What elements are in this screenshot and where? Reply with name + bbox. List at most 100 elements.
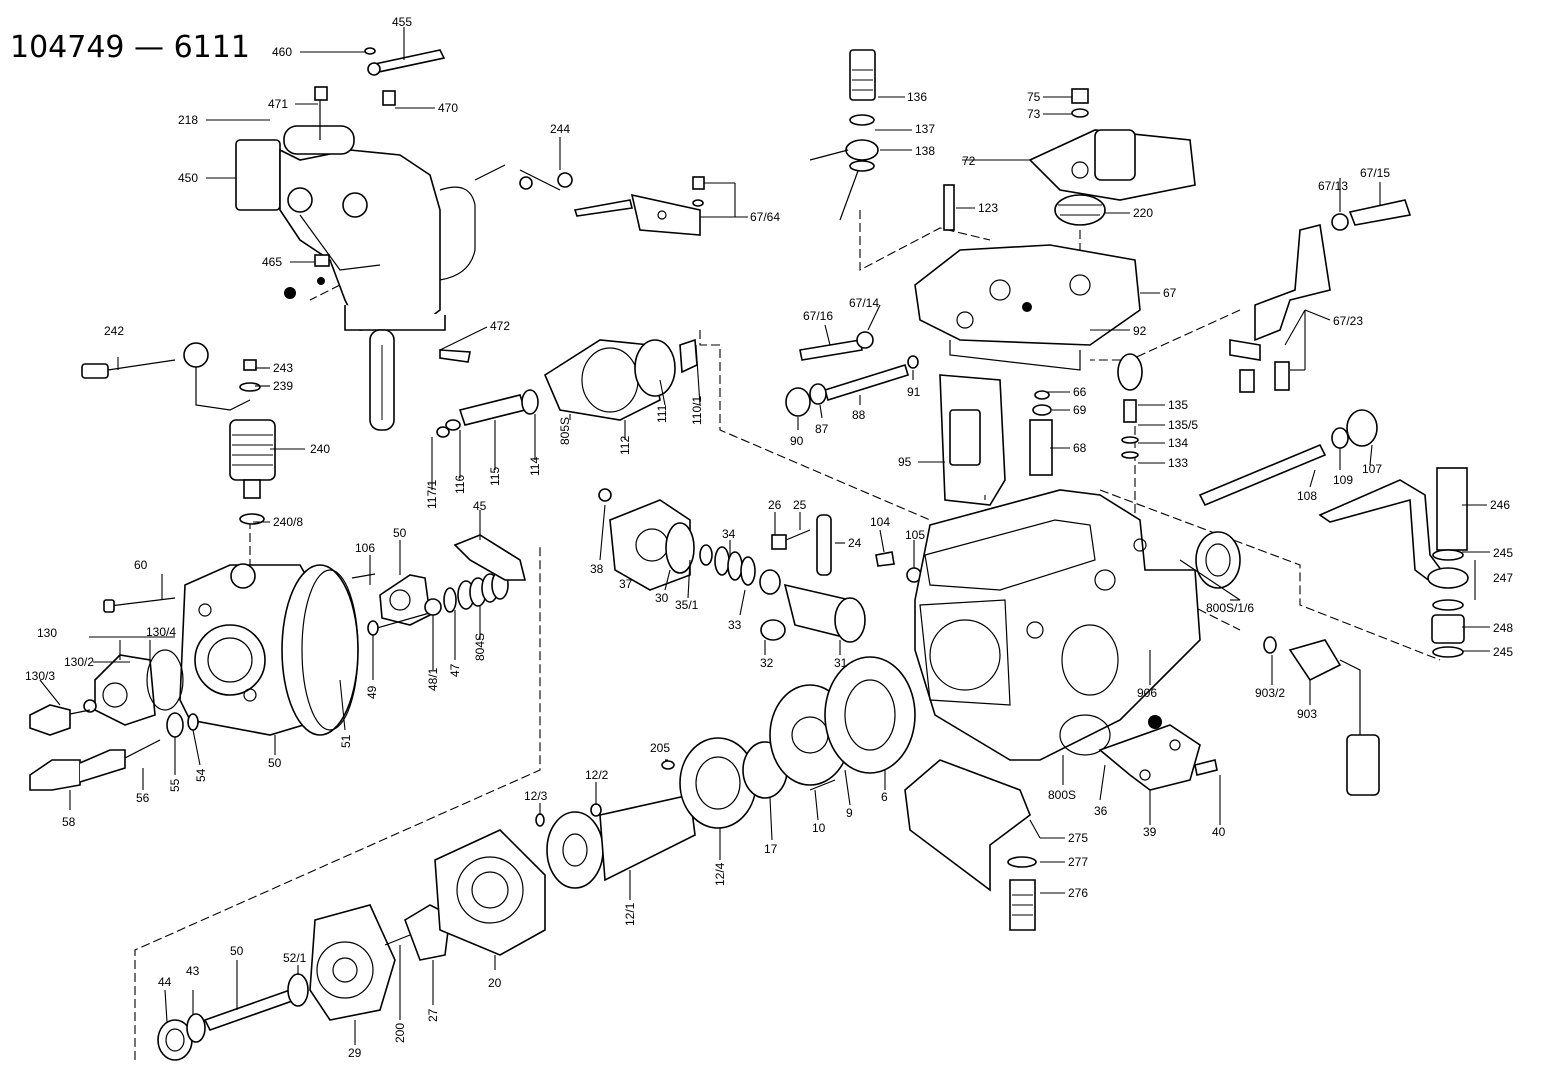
label-450: 450 xyxy=(178,171,198,185)
label-218: 218 xyxy=(178,113,198,127)
label-75: 75 xyxy=(1027,90,1041,104)
label-92: 92 xyxy=(1133,324,1147,338)
label-242: 242 xyxy=(104,324,124,338)
label-107: 107 xyxy=(1362,462,1382,476)
label-130-3: 130/3 xyxy=(25,669,55,683)
label-108: 108 xyxy=(1297,489,1317,503)
label-58: 58 xyxy=(62,815,76,829)
label-138: 138 xyxy=(915,144,935,158)
plunger-spring-group xyxy=(351,534,527,636)
label-243: 243 xyxy=(273,361,293,375)
label-130-2: 130/2 xyxy=(64,655,94,669)
label-34: 34 xyxy=(722,527,736,541)
label-130-4: 130/4 xyxy=(146,625,176,639)
label-247: 247 xyxy=(1493,571,1513,585)
label-26: 26 xyxy=(768,498,782,512)
label-67-13: 67/13 xyxy=(1318,179,1348,193)
label-903-2: 903/2 xyxy=(1255,686,1285,700)
label-50-c: 50 xyxy=(230,944,244,958)
label-245-upper: 245 xyxy=(1493,546,1513,560)
label-117-1: 117/1 xyxy=(425,480,439,509)
label-68: 68 xyxy=(1073,441,1087,455)
label-245-lower: 245 xyxy=(1493,645,1513,659)
lower-right-parts xyxy=(904,724,1218,931)
label-800S-1-6: 800S/1/6 xyxy=(1206,601,1254,615)
label-33: 33 xyxy=(728,618,742,632)
label-52-1: 52/1 xyxy=(283,951,307,965)
label-51: 51 xyxy=(339,734,353,748)
diagram-title: 104749 — 6111 xyxy=(10,30,250,65)
label-9: 9 xyxy=(846,806,853,820)
label-88: 88 xyxy=(852,408,866,422)
label-47: 47 xyxy=(448,663,462,677)
label-111: 111 xyxy=(655,404,669,423)
label-91: 91 xyxy=(907,385,921,399)
label-67: 67 xyxy=(1163,286,1177,300)
label-36: 36 xyxy=(1094,804,1108,818)
label-29: 29 xyxy=(348,1046,362,1060)
drive-shaft-group xyxy=(157,656,916,1061)
label-240-8: 240/8 xyxy=(273,515,303,529)
stop-solenoid xyxy=(229,359,276,525)
label-805S: 805S xyxy=(558,417,572,445)
label-135: 135 xyxy=(1168,398,1188,412)
label-10: 10 xyxy=(812,821,826,835)
label-460: 460 xyxy=(272,45,292,59)
label-67-23: 67/23 xyxy=(1333,314,1363,328)
label-50-a: 50 xyxy=(393,526,407,540)
label-38: 38 xyxy=(590,562,604,576)
label-240: 240 xyxy=(310,442,330,456)
label-455: 455 xyxy=(392,15,412,29)
label-465: 465 xyxy=(262,255,282,269)
label-114: 114 xyxy=(528,457,542,476)
label-17: 17 xyxy=(764,842,778,856)
linkage-group xyxy=(519,169,705,236)
label-12-2: 12/2 xyxy=(585,768,609,782)
label-12-1: 12/1 xyxy=(623,902,637,926)
label-72: 72 xyxy=(962,154,976,168)
label-112: 112 xyxy=(618,436,632,455)
pump-housing xyxy=(914,489,1241,761)
label-110-1: 110/1 xyxy=(690,396,704,425)
timing-device-group xyxy=(598,488,922,643)
label-66: 66 xyxy=(1073,385,1087,399)
label-40: 40 xyxy=(1212,825,1226,839)
label-32: 32 xyxy=(760,656,774,670)
label-90: 90 xyxy=(790,434,804,448)
label-903: 903 xyxy=(1297,707,1317,721)
label-45: 45 xyxy=(473,499,487,513)
cable-connector xyxy=(81,342,251,411)
bracket-group xyxy=(1229,199,1412,393)
label-67-16: 67/16 xyxy=(803,309,833,323)
label-248: 248 xyxy=(1493,621,1513,635)
label-275: 275 xyxy=(1068,831,1088,845)
label-44: 44 xyxy=(158,975,172,989)
label-470: 470 xyxy=(438,101,458,115)
label-6: 6 xyxy=(881,790,888,804)
label-134: 134 xyxy=(1168,436,1188,450)
label-48-1: 48/1 xyxy=(426,667,440,691)
label-115: 115 xyxy=(488,467,502,486)
label-137: 137 xyxy=(915,122,935,136)
label-67-15: 67/15 xyxy=(1360,166,1390,180)
label-54: 54 xyxy=(194,768,208,782)
label-104: 104 xyxy=(870,515,890,529)
label-135-5: 135/5 xyxy=(1168,418,1198,432)
label-24: 24 xyxy=(848,536,862,550)
label-205: 205 xyxy=(650,741,670,755)
label-43: 43 xyxy=(186,964,200,978)
part-number-labels: 455 460 471 470 218 450 465 472 244 67/6… xyxy=(25,15,1513,1060)
label-244: 244 xyxy=(550,122,570,136)
governor-cover-group xyxy=(914,88,1196,371)
label-67-14: 67/14 xyxy=(849,296,879,310)
label-133: 133 xyxy=(1168,456,1188,470)
label-37: 37 xyxy=(619,577,633,591)
label-12-3: 12/3 xyxy=(524,789,548,803)
label-116: 116 xyxy=(453,475,467,494)
adjusting-screws xyxy=(785,331,919,417)
label-906: 906 xyxy=(1137,686,1157,700)
label-50-b: 50 xyxy=(268,756,282,770)
label-73: 73 xyxy=(1027,107,1041,121)
label-800S: 800S xyxy=(1048,788,1076,802)
